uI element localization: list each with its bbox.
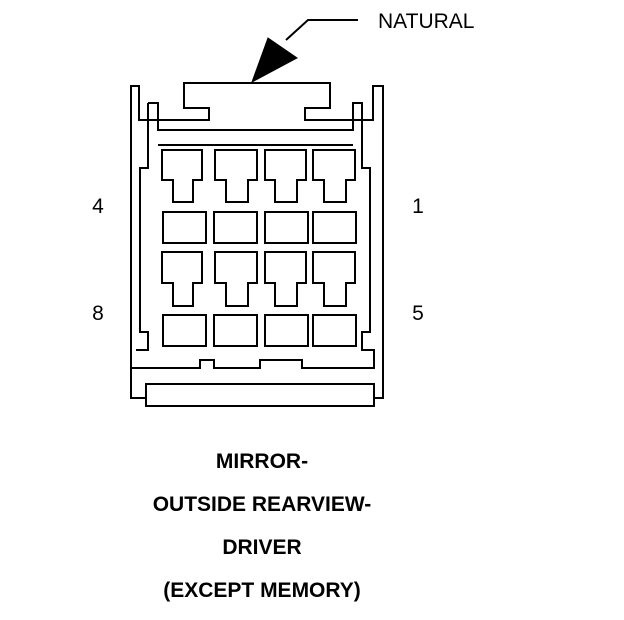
connector-housing (130, 82, 384, 399)
terminal-row2-2 (213, 211, 258, 244)
pin-label-top-right: 1 (412, 195, 424, 218)
caption-line-4: (EXCEPT MEMORY) (163, 579, 361, 602)
terminal-row4-3 (264, 314, 309, 347)
terminal-row1-2 (214, 149, 258, 203)
connector-cavity (131, 102, 375, 369)
caption-line-1: MIRROR- (215, 450, 309, 473)
caption-line-3: DRIVER (222, 536, 302, 559)
terminal-row1-1 (161, 149, 203, 203)
terminal-row1-4 (312, 149, 356, 203)
pin-label-top-left: 4 (92, 195, 104, 218)
connector-side-rib-left (136, 103, 149, 351)
terminal-row3-3 (264, 251, 307, 307)
terminal-row1-3 (264, 149, 307, 203)
connector-face-diagram (130, 19, 384, 407)
terminal-row3-2 (214, 251, 258, 307)
pin-label-bottom-left: 8 (92, 302, 104, 325)
terminal-row3-1 (161, 251, 203, 307)
connector-color-label: NATURAL (378, 10, 475, 33)
pin-label-bottom-right: 5 (412, 302, 424, 325)
terminal-row2-1 (162, 211, 207, 244)
terminal-row4-4 (312, 314, 357, 347)
caption-line-2: OUTSIDE REARVIEW- (152, 493, 372, 516)
terminal-row3-4 (312, 251, 356, 307)
leader-line (285, 19, 358, 41)
bottom-latch (145, 398, 375, 407)
terminal-row4-1 (162, 314, 207, 347)
terminal-row2-3 (264, 211, 309, 244)
connector-caption: MIRROR- OUTSIDE REARVIEW- DRIVER (EXCEPT… (12, 448, 512, 620)
leader-arrowhead (251, 37, 298, 84)
terminal-row4-2 (213, 314, 258, 347)
terminal-row2-4 (312, 211, 357, 244)
